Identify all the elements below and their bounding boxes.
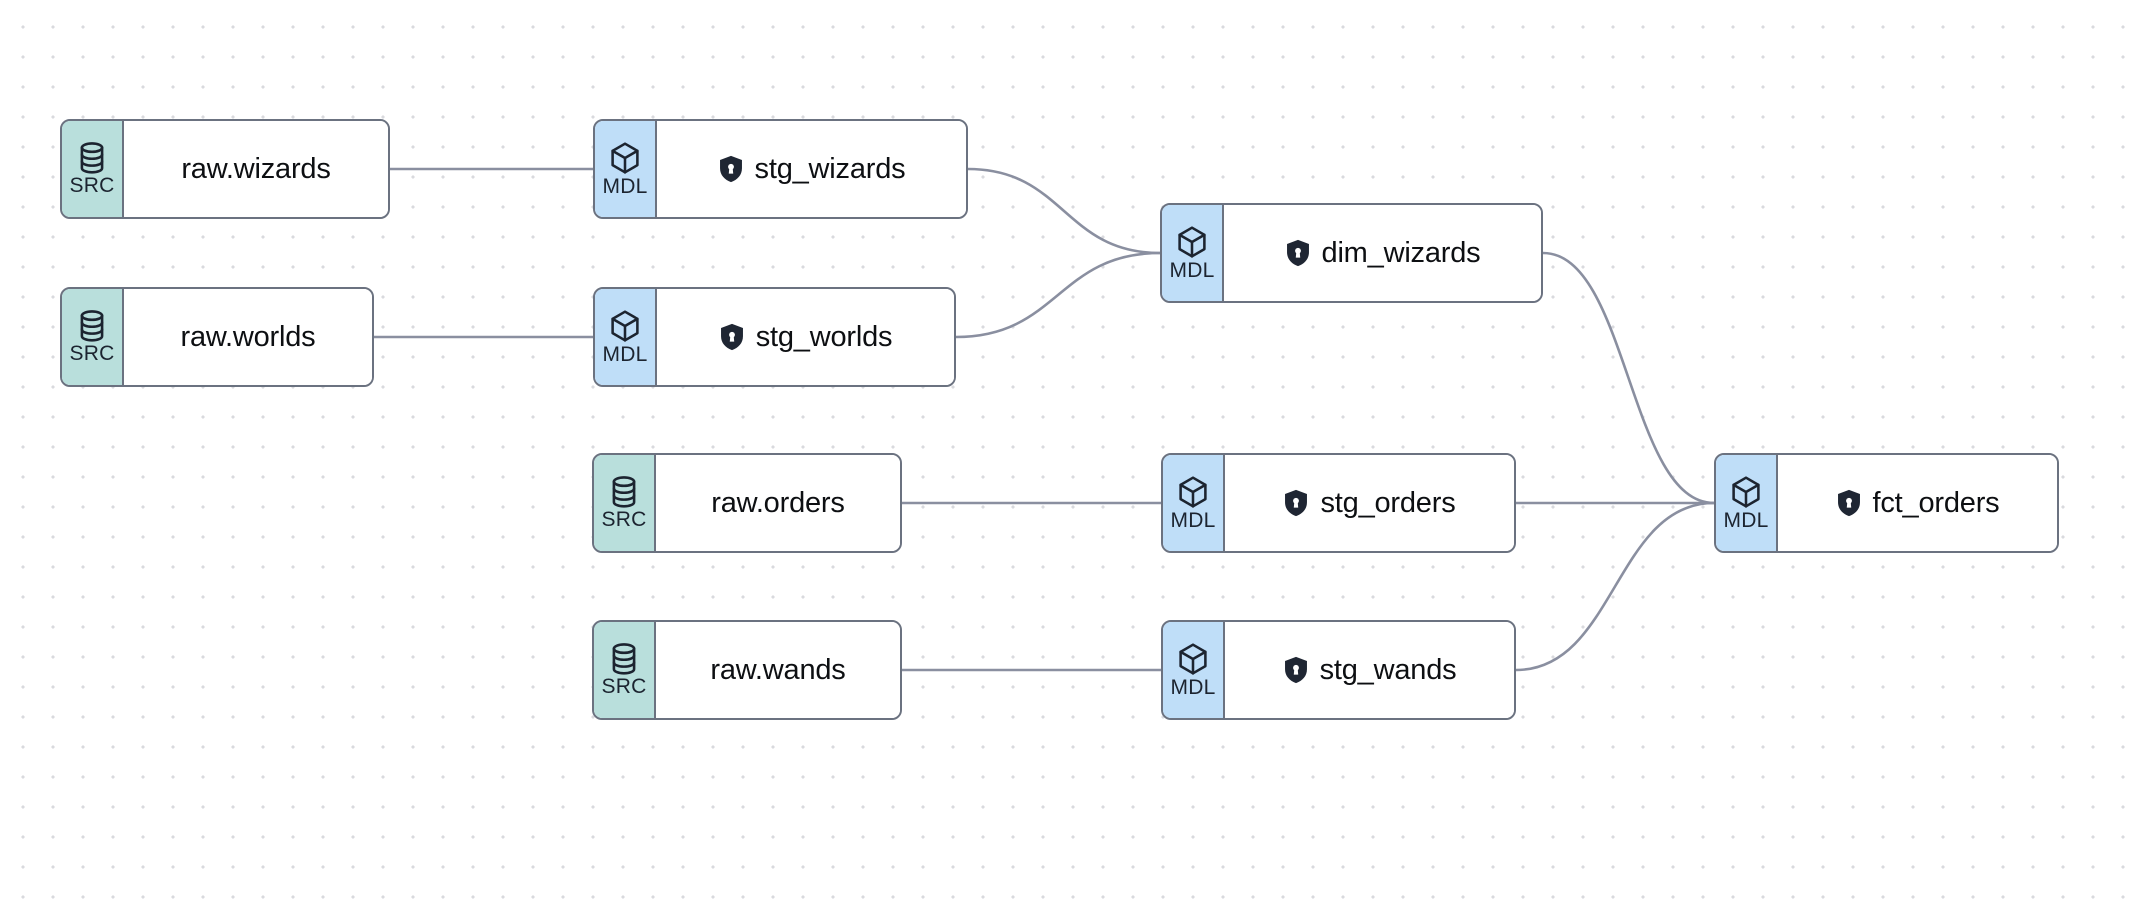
node-type-badge-mdl: MDL — [595, 289, 657, 385]
node-fct_orders[interactable]: MDL fct_orders — [1714, 453, 2059, 553]
node-type-badge-mdl: MDL — [595, 121, 657, 217]
shield-lock-icon — [1283, 489, 1309, 517]
node-stg_wizards[interactable]: MDL stg_wizards — [593, 119, 968, 219]
node-body: stg_wizards — [657, 121, 966, 217]
node-stg_wands[interactable]: MDL stg_wands — [1161, 620, 1516, 720]
edge-stg_wands-to-fct_orders[interactable] — [1514, 501, 1716, 672]
node-raw_orders[interactable]: SRC raw.orders — [592, 453, 902, 553]
node-raw_wands[interactable]: SRC raw.wands — [592, 620, 902, 720]
shield-lock-icon — [1283, 656, 1309, 684]
badge-label: SRC — [601, 507, 647, 531]
badge-label: MDL — [1169, 258, 1215, 282]
node-label: dim_wizards — [1321, 236, 1481, 269]
node-label: raw.worlds — [180, 320, 316, 353]
shield-lock-icon — [1285, 239, 1311, 267]
cube-icon — [1176, 225, 1208, 259]
node-label: stg_wizards — [754, 152, 906, 185]
node-label: stg_orders — [1320, 486, 1456, 519]
node-dim_wizards[interactable]: MDL dim_wizards — [1160, 203, 1543, 303]
database-icon — [609, 642, 639, 675]
database-icon — [77, 141, 107, 174]
node-stg_worlds[interactable]: MDL stg_worlds — [593, 287, 956, 387]
database-icon — [77, 309, 107, 342]
node-body: stg_wands — [1225, 622, 1514, 718]
node-body: raw.wizards — [124, 121, 388, 217]
node-label: fct_orders — [1872, 486, 2000, 519]
node-body: raw.worlds — [124, 289, 372, 385]
edge-stg_worlds-to-dim_wizards[interactable] — [954, 251, 1162, 339]
badge-label: MDL — [602, 174, 648, 198]
node-type-badge-mdl: MDL — [1716, 455, 1778, 551]
node-type-badge-src: SRC — [62, 121, 124, 217]
node-label: raw.wands — [710, 653, 846, 686]
node-body: stg_orders — [1225, 455, 1514, 551]
badge-label: MDL — [602, 342, 648, 366]
node-body: raw.wands — [656, 622, 900, 718]
shield-lock-icon — [718, 155, 744, 183]
badge-label: MDL — [1723, 508, 1769, 532]
node-type-badge-src: SRC — [62, 289, 124, 385]
node-label: raw.wizards — [181, 152, 331, 185]
node-body: raw.orders — [656, 455, 900, 551]
badge-label: MDL — [1170, 508, 1216, 532]
node-type-badge-mdl: MDL — [1162, 205, 1224, 301]
badge-label: SRC — [69, 173, 115, 197]
badge-label: SRC — [69, 341, 115, 365]
cube-icon — [609, 309, 641, 343]
node-body: fct_orders — [1778, 455, 2057, 551]
shield-lock-icon — [1836, 489, 1862, 517]
node-type-badge-mdl: MDL — [1163, 622, 1225, 718]
node-body: dim_wizards — [1224, 205, 1541, 301]
cube-icon — [609, 141, 641, 175]
node-stg_orders[interactable]: MDL stg_orders — [1161, 453, 1516, 553]
node-label: stg_wands — [1319, 653, 1457, 686]
shield-lock-icon — [719, 323, 745, 351]
edge-stg_wizards-to-dim_wizards[interactable] — [966, 167, 1162, 255]
cube-icon — [1177, 475, 1209, 509]
node-body: stg_worlds — [657, 289, 954, 385]
node-label: stg_worlds — [755, 320, 893, 353]
node-type-badge-src: SRC — [594, 455, 656, 551]
cube-icon — [1177, 642, 1209, 676]
cube-icon — [1730, 475, 1762, 509]
badge-label: MDL — [1170, 675, 1216, 699]
node-type-badge-src: SRC — [594, 622, 656, 718]
node-label: raw.orders — [711, 486, 845, 519]
edge-dim_wizards-to-fct_orders[interactable] — [1541, 251, 1716, 505]
database-icon — [609, 475, 639, 508]
node-raw_wizards[interactable]: SRC raw.wizards — [60, 119, 390, 219]
badge-label: SRC — [601, 674, 647, 698]
node-raw_worlds[interactable]: SRC raw.worlds — [60, 287, 374, 387]
node-type-badge-mdl: MDL — [1163, 455, 1225, 551]
